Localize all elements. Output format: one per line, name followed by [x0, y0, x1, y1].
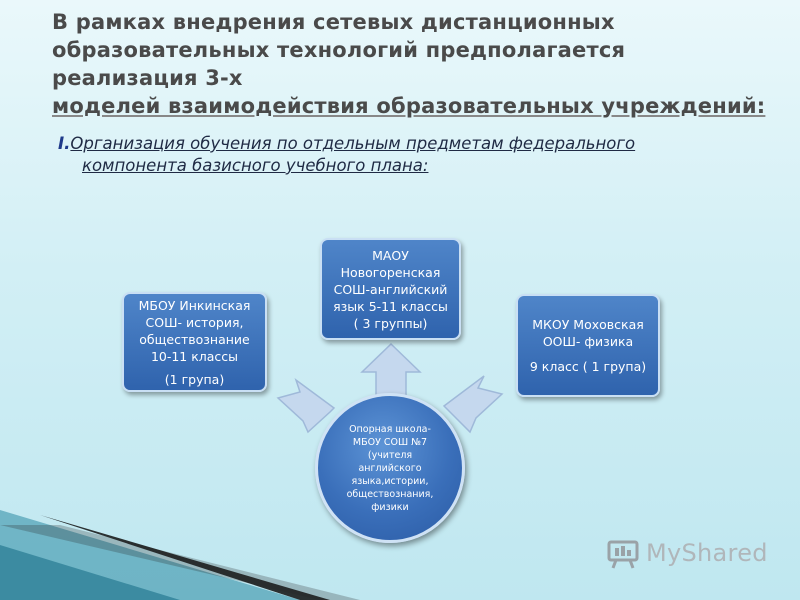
model-heading-line-2: компонента базисного учебного плана:	[82, 156, 429, 175]
school-box-mokhovskaya: МКОУ Моховская ООШ- физика 9 класс ( 1 г…	[516, 294, 660, 397]
myshared-logo: MyShared	[606, 536, 768, 570]
presentation-board-icon	[607, 540, 639, 569]
arrow-up	[360, 342, 422, 399]
box-top-line: МАОУ	[372, 247, 409, 263]
hub-line: языка,истории,	[351, 475, 429, 487]
school-box-inkinskaya: МБОУ Инкинская СОШ- история, обществозна…	[122, 292, 267, 392]
box-left-line: 10-11 классы	[150, 348, 239, 364]
model-heading: I.Организация обучения по отдельным пред…	[58, 133, 738, 177]
box-left-line: обществознание	[139, 331, 250, 347]
box-right-line: МКОУ Моховская	[532, 317, 644, 332]
title-line-2: образовательных технологий предполагаетс…	[52, 38, 626, 90]
box-left-line: МБОУ Инкинская	[138, 297, 251, 313]
hub-line: (учителя	[367, 449, 413, 461]
box-left-note: (1 група)	[164, 371, 225, 387]
hub-school-circle: Опорная школа- МБОУ СОШ №7 (учителя англ…	[315, 393, 465, 543]
box-top-line: язык 5-11 классы	[333, 298, 448, 314]
hub-line: обществознания,	[346, 488, 434, 500]
model-number: I.	[58, 134, 71, 153]
model-heading-line-1: Организация обучения по отдельным предме…	[70, 134, 636, 153]
box-left-line: СОШ- история,	[145, 314, 244, 330]
box-top-line: ( 3 группы)	[353, 315, 428, 331]
hub-line: МБОУ СОШ №7	[352, 436, 428, 448]
hub-line: английского	[358, 462, 422, 474]
arrow-left	[276, 377, 336, 434]
page-title: В рамках внедрения сетевых дистанционных…	[52, 8, 772, 120]
logo-text: MyShared	[646, 539, 768, 567]
box-top-line: Новогоренская	[340, 264, 441, 280]
box-top-line: СОШ-английский	[333, 281, 448, 297]
school-box-novogorenskaya: МАОУ Новогоренская СОШ-английский язык 5…	[320, 238, 461, 340]
box-right-line: ООШ- физика	[542, 334, 634, 349]
box-right-note: 9 класс ( 1 група)	[529, 359, 647, 374]
title-line-3: моделей взаимодействия образовательных у…	[52, 94, 766, 118]
title-line-1: В рамках внедрения сетевых дистанционных	[52, 10, 615, 34]
hub-line: физики	[371, 501, 409, 513]
hub-line: Опорная школа-	[349, 423, 431, 435]
arrow-right	[442, 375, 504, 434]
